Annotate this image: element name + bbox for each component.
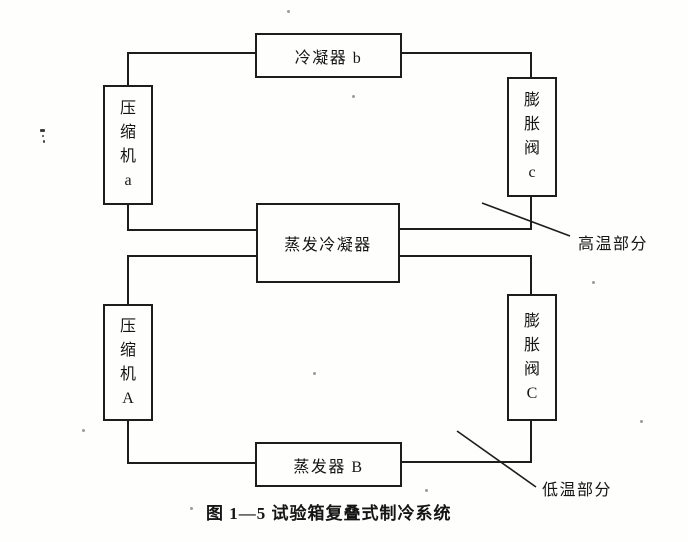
low-temp-expansion-valve-label: 膨胀阀C <box>523 312 540 402</box>
pipe-segment <box>127 204 129 231</box>
high-temp-expansion-valve-label: 膨胀阀c <box>523 92 540 181</box>
scan-artifact <box>287 10 290 13</box>
low-temp-compressor-box: 压缩机A <box>103 304 153 421</box>
low-temp-callout-line <box>456 430 537 488</box>
condenser-b-box: 冷凝器 b <box>255 33 402 78</box>
evaporator-b-label: 蒸发器 B <box>293 458 364 476</box>
scan-artifact <box>190 507 193 510</box>
pipe-segment <box>402 52 532 54</box>
pipe-segment <box>127 462 255 464</box>
pipe-segment <box>400 228 532 230</box>
high-temp-expansion-valve-box: 膨胀阀c <box>507 77 557 197</box>
scan-artifact <box>352 95 355 98</box>
low-temp-expansion-valve-box: 膨胀阀C <box>507 294 557 421</box>
high-temp-compressor-label: 压缩机a <box>119 100 136 189</box>
pipe-segment <box>402 461 532 463</box>
scan-artifact <box>592 281 595 284</box>
scan-artifact <box>43 140 45 143</box>
evaporative-condenser-label: 蒸发冷凝器 <box>284 237 372 254</box>
pipe-segment <box>127 255 129 304</box>
scan-artifact <box>40 129 45 132</box>
scan-artifact <box>640 420 643 423</box>
high-temp-compressor-box: 压缩机a <box>103 85 153 205</box>
evaporator-b-box: 蒸发器 B <box>255 442 402 487</box>
pipe-segment <box>127 421 129 464</box>
scan-artifact <box>425 489 428 492</box>
condenser-b-label: 冷凝器 b <box>294 49 363 67</box>
pipe-segment <box>127 229 256 231</box>
figure-caption: 图 1—5 试验箱复叠式制冷系统 <box>206 504 452 523</box>
evaporative-condenser-box: 蒸发冷凝器 <box>256 203 400 283</box>
pipe-segment <box>127 52 129 85</box>
pipe-segment <box>530 197 532 230</box>
pipe-segment <box>530 421 532 463</box>
pipe-segment <box>400 255 532 257</box>
pipe-segment <box>530 52 532 77</box>
scan-artifact <box>42 135 44 137</box>
low-temp-section-label: 低温部分 <box>542 482 613 499</box>
pipe-segment <box>127 255 256 257</box>
high-temp-section-label: 高温部分 <box>578 236 649 253</box>
high-temp-callout-line <box>481 202 571 237</box>
low-temp-compressor-label: 压缩机A <box>119 317 136 407</box>
scan-artifact <box>82 429 85 432</box>
pipe-segment <box>127 52 255 54</box>
scan-artifact <box>313 372 316 375</box>
pipe-segment <box>530 255 532 294</box>
